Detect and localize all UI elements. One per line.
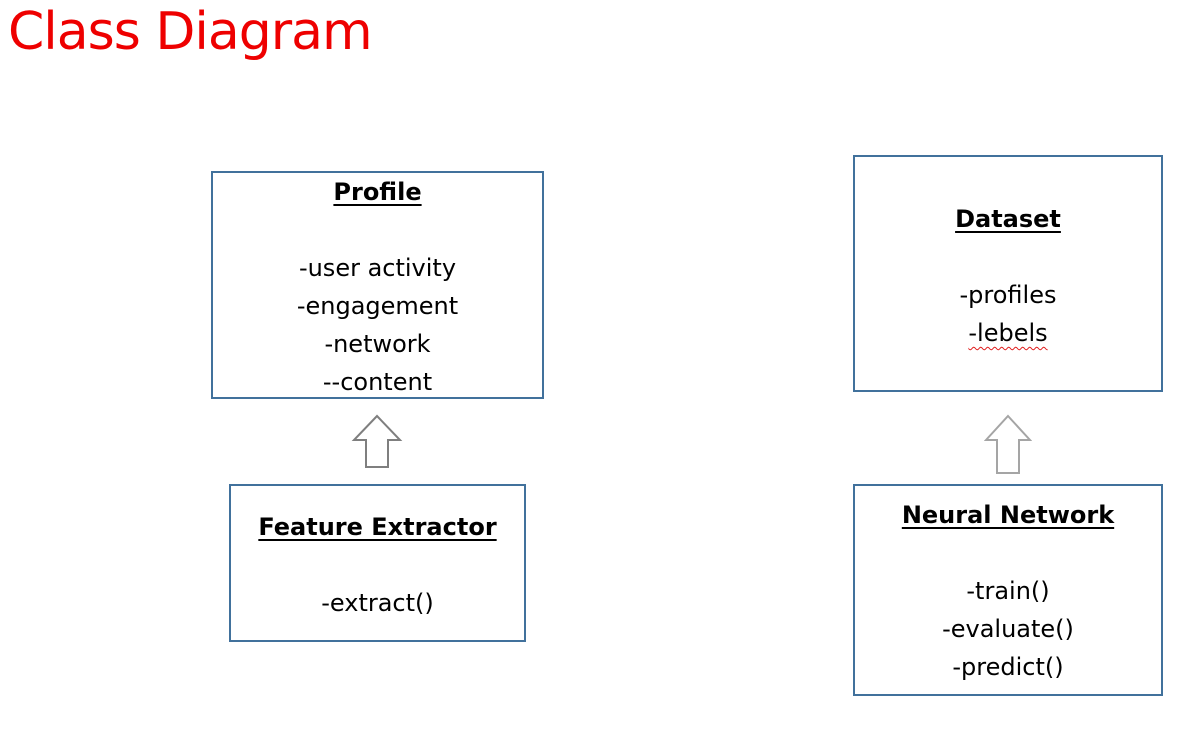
class-box-neural-network: Neural Network -train() -evaluate() -pre… bbox=[853, 484, 1163, 696]
method-predict: -predict() bbox=[952, 653, 1064, 681]
attribute-content: --content bbox=[322, 368, 433, 396]
method-list-neural-network: -train() -evaluate() -predict() bbox=[855, 572, 1161, 686]
method-train: -train() bbox=[966, 577, 1050, 605]
method-evaluate: -evaluate() bbox=[942, 615, 1074, 643]
class-name-feature-extractor: Feature Extractor bbox=[258, 513, 497, 541]
class-box-dataset: Dataset -profiles -lebels bbox=[853, 155, 1163, 392]
attribute-labels: -lebels bbox=[855, 314, 1161, 352]
attribute-list-dataset: -profiles -lebels bbox=[855, 276, 1161, 352]
method-extract: -extract() bbox=[321, 589, 434, 617]
class-name-profile: Profile bbox=[333, 178, 422, 206]
attribute-network: -network bbox=[324, 330, 431, 358]
class-box-profile: Profile -user activity -engagement -netw… bbox=[211, 171, 544, 399]
up-arrow-icon bbox=[984, 414, 1032, 474]
attribute-labels-text: -lebels bbox=[968, 319, 1048, 347]
attribute-user-activity: -user activity bbox=[298, 254, 457, 282]
attribute-profiles: -profiles bbox=[959, 281, 1057, 309]
up-arrow-icon bbox=[351, 414, 403, 468]
attribute-engagement: -engagement bbox=[296, 292, 459, 320]
class-name-neural-network: Neural Network bbox=[901, 501, 1115, 529]
class-name-dataset: Dataset bbox=[955, 205, 1061, 233]
attribute-list-profile: -user activity -engagement -network --co… bbox=[213, 249, 542, 401]
arrow-neural-network-to-dataset bbox=[984, 414, 1032, 474]
arrow-extractor-to-profile bbox=[351, 414, 403, 468]
method-list-feature-extractor: -extract() bbox=[231, 584, 524, 622]
diagram-title: Class Diagram bbox=[8, 2, 373, 62]
class-box-feature-extractor: Feature Extractor -extract() bbox=[229, 484, 526, 642]
